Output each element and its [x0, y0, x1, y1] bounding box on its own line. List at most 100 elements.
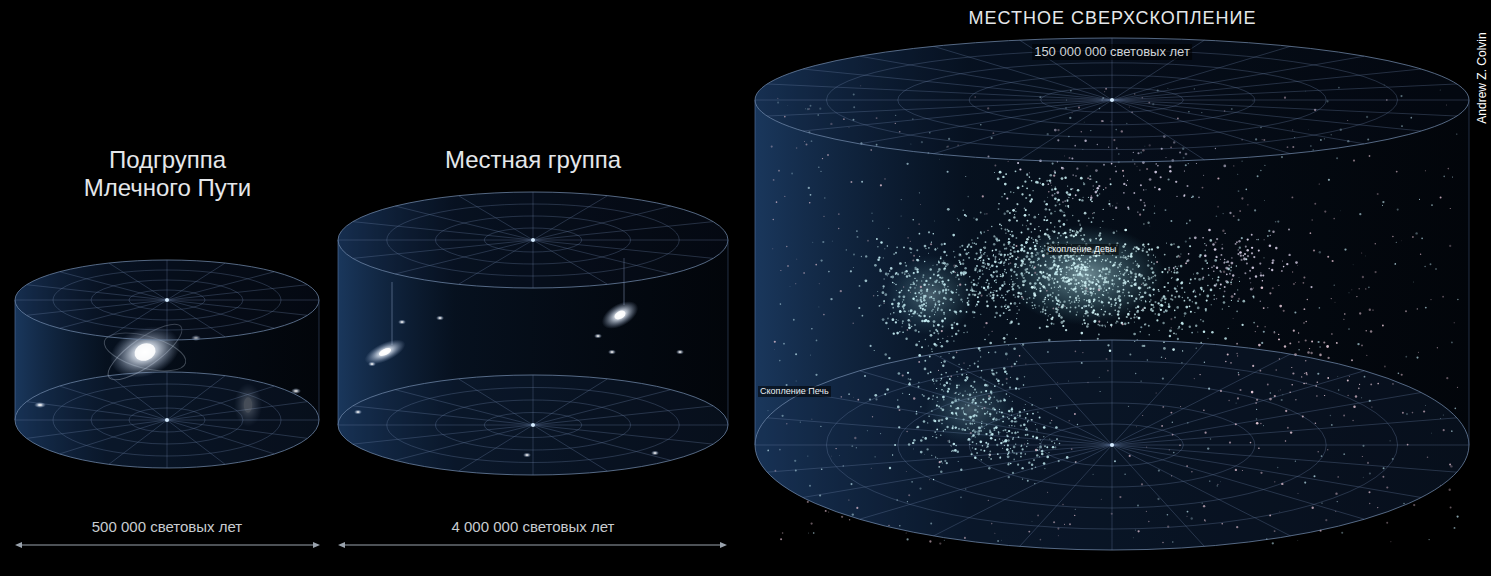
galaxy-dot [911, 316, 912, 317]
galaxy-dot [962, 263, 964, 265]
galaxy-dot [1157, 246, 1160, 249]
galaxy-dot [1028, 272, 1030, 274]
galaxy-dot [933, 298, 934, 299]
grid-spoke [167, 372, 168, 420]
galaxy-dot [1010, 249, 1012, 251]
grid-spoke [1112, 445, 1469, 446]
galaxy-dot [1138, 287, 1141, 290]
galaxy-dot [917, 426, 920, 429]
galaxy-dot [1123, 279, 1125, 281]
galaxy-dot [1113, 232, 1115, 234]
galaxy-dot [946, 462, 948, 464]
galaxy-dot [1084, 261, 1086, 263]
galaxy-dot [942, 338, 944, 340]
galaxy-dot [1120, 303, 1122, 305]
galaxy-dot [1075, 283, 1077, 285]
galaxy-dot [990, 437, 993, 440]
galaxy-dot [1056, 299, 1058, 301]
galaxy-dot [1000, 442, 1002, 444]
galaxy [361, 335, 408, 370]
galaxy-dot [909, 275, 910, 276]
galaxy-dot [989, 269, 990, 270]
galaxy-dot [1058, 304, 1060, 306]
dimension-arrow [338, 542, 345, 548]
galaxy-dot [1022, 284, 1024, 286]
galaxy-dot [1091, 295, 1093, 297]
galaxy-dot [1120, 262, 1121, 263]
galaxy-dot [1080, 286, 1081, 287]
galaxy-dot [968, 398, 970, 400]
galaxy-dot [1093, 279, 1094, 280]
galaxy-dot [1002, 297, 1004, 299]
galaxy-dot [960, 299, 962, 301]
galaxy-dot [1108, 287, 1110, 289]
galaxy-dot [1048, 339, 1051, 342]
galaxy-dot [920, 439, 923, 442]
galaxy-dot [1034, 248, 1037, 251]
galaxy-dot [1072, 264, 1074, 266]
dimension-line [340, 545, 725, 546]
galaxy-dot [1147, 243, 1149, 245]
galaxy-dot [1173, 243, 1175, 245]
galaxy-dot [988, 334, 989, 335]
galaxy-dot [1058, 232, 1060, 234]
galaxy-dot [985, 401, 987, 403]
grid-spoke [533, 192, 534, 240]
galaxy-dot [976, 452, 978, 454]
galaxy-dot [1002, 273, 1004, 275]
grid-spoke [60, 420, 167, 454]
galaxy-dot [942, 462, 943, 463]
galaxy-dot [1009, 246, 1010, 247]
galaxy-dot [951, 412, 954, 415]
galaxy-dot [1035, 307, 1036, 308]
galaxy-dot [945, 292, 947, 294]
galaxy-dot [890, 313, 891, 314]
galaxy-dot [968, 243, 970, 245]
galaxy-dot [944, 243, 946, 245]
galaxy-dot [1025, 241, 1028, 244]
grid-spoke [767, 445, 1112, 472]
galaxy-dot [974, 430, 977, 433]
galaxy-dot [886, 388, 889, 391]
galaxy-dot [1067, 277, 1069, 279]
galaxy-dot [1030, 261, 1033, 264]
galaxy-dot [938, 466, 940, 468]
galaxy-dot [1070, 278, 1072, 280]
galaxy-dot [1084, 292, 1086, 294]
galaxy-dot [1010, 448, 1011, 449]
galaxy-dot [977, 433, 980, 436]
grid-spoke [167, 420, 168, 468]
galaxy-disc [354, 410, 362, 415]
galaxy-dot [1109, 261, 1111, 263]
galaxy-dot [1026, 238, 1029, 241]
galaxy-dot [1044, 233, 1047, 236]
galaxy-dot [899, 310, 902, 313]
galaxy-dot [999, 411, 1000, 412]
galaxy-dot [1038, 264, 1040, 266]
galaxy-dot [882, 291, 885, 294]
galaxy-dot [1024, 273, 1025, 274]
galaxy-dot [957, 330, 959, 332]
galaxy-dot [888, 357, 890, 359]
galaxy-dot [1074, 287, 1076, 289]
galaxy-dot [1013, 244, 1015, 246]
galaxy-dot [1063, 257, 1065, 259]
galaxy-dot [955, 276, 956, 277]
galaxy-dot [933, 320, 936, 323]
galaxy-dot [1018, 436, 1020, 438]
galaxy-dot [1025, 269, 1027, 271]
galaxy-dot [969, 444, 970, 445]
galaxy-dot [968, 300, 969, 301]
galaxy-dot [1017, 295, 1019, 297]
grid-spoke [1112, 445, 1113, 550]
galaxy [608, 350, 616, 355]
galaxy-dot [1014, 432, 1016, 434]
galaxy-dot [859, 285, 861, 287]
galaxy-dot [1048, 274, 1050, 276]
galaxy-dot [991, 287, 992, 288]
galaxy-dot [1034, 282, 1037, 285]
galaxy-dot [1067, 242, 1068, 243]
galaxy-dot [975, 448, 977, 450]
galaxy-dot [949, 353, 950, 354]
